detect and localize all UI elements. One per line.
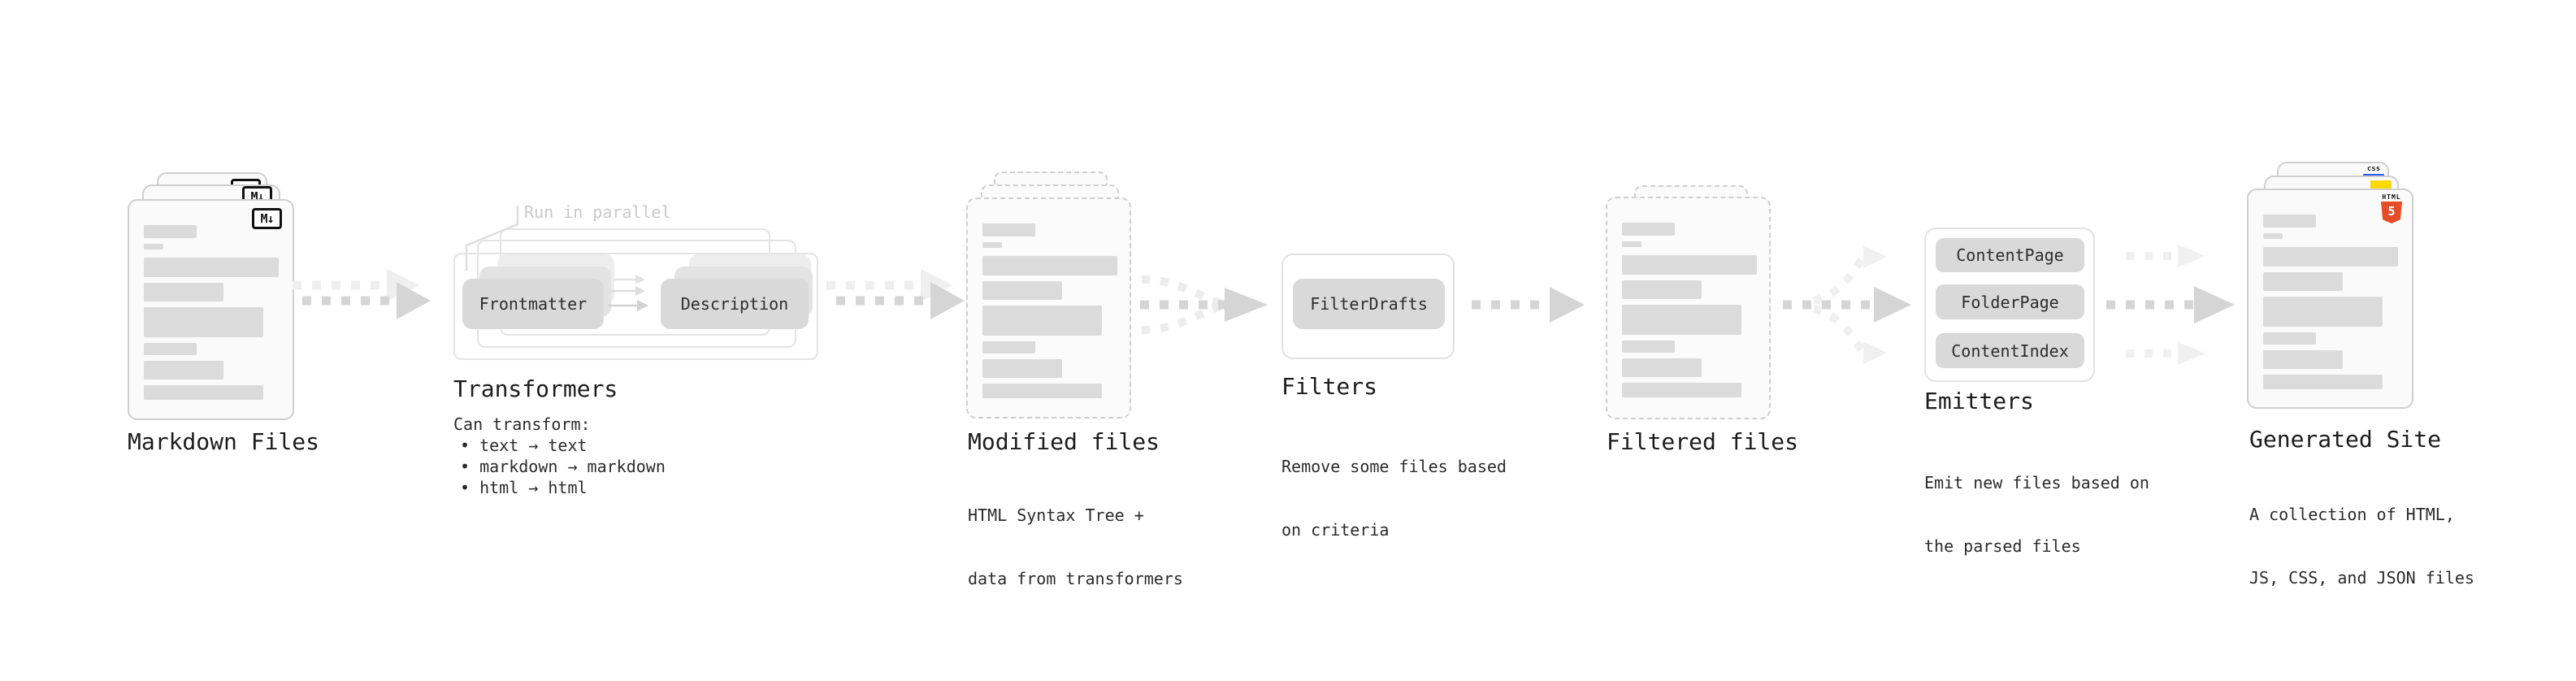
css-file-icon-label: css	[2366, 165, 2381, 173]
emitter-node-contentpage: ContentPage	[1936, 238, 2084, 272]
emitters-description-line2: the parsed files	[1924, 536, 2081, 556]
html5-icon-label: HTML	[2382, 193, 2401, 201]
flow-arrow-emitters-to-generated	[2106, 245, 2235, 365]
stage-title-filtered: Filtered files	[1607, 428, 1799, 455]
transformers-bullet-3: • html → html	[460, 478, 588, 497]
emitter-node-contentindex: ContentIndex	[1936, 333, 2084, 368]
run-in-parallel-leader-line	[465, 206, 519, 271]
modified-description-line2: data from transformers	[968, 569, 1183, 588]
flow-arrow-filtered-to-emitters	[1783, 245, 1911, 364]
html5-icon-shield: 5	[2381, 202, 2402, 223]
filters-description-line2: on criteria	[1281, 520, 1390, 540]
markdown-icon: M↓	[252, 208, 282, 229]
flow-arrow-markdown-to-transformers	[293, 269, 431, 319]
stage-title-generated: Generated Site	[2249, 426, 2442, 453]
document-text-bars	[1622, 223, 1757, 397]
frontmatter-node: Frontmatter	[462, 279, 604, 329]
flow-arrow-filters-to-filtered	[1472, 287, 1585, 323]
transformers-bullet-1: • text → text	[460, 436, 588, 455]
flow-arrow-transformers-to-modified	[826, 269, 965, 319]
modified-description-line1: HTML Syntax Tree +	[968, 505, 1144, 525]
emitters-description-line1: Emit new files based on	[1924, 473, 2149, 492]
transformer-inner-arrows	[608, 275, 648, 311]
markdown-page-front: M↓	[128, 199, 294, 420]
generated-description-line2: JS, CSS, and JSON files	[2249, 568, 2474, 588]
stage-title-transformers: Transformers	[453, 375, 618, 402]
html5-file-icon: HTML 5	[2379, 193, 2404, 223]
document-text-bars	[144, 225, 279, 400]
modified-page-front	[966, 197, 1131, 419]
stage-title-markdown: Markdown Files	[128, 428, 320, 455]
filtered-page-front	[1606, 197, 1771, 419]
document-text-bars	[982, 223, 1117, 398]
stage-title-modified: Modified files	[968, 428, 1160, 455]
generated-description: A collection of HTML, JS, CSS, and JSON …	[2249, 462, 2474, 631]
transformers-description-heading: Can transform:	[453, 414, 591, 434]
filters-description-line1: Remove some files based	[1281, 457, 1507, 476]
modified-description: HTML Syntax Tree + data from transformer…	[968, 462, 1183, 631]
description-node: Description	[661, 279, 809, 329]
document-text-bars	[2263, 215, 2398, 389]
stage-title-emitters: Emitters	[1924, 388, 2034, 414]
emitters-description: Emit new files based on the parsed files	[1924, 430, 2149, 599]
stage-title-filters: Filters	[1281, 373, 1378, 400]
generated-description-line1: A collection of HTML,	[2249, 505, 2455, 524]
js-file-icon	[2370, 180, 2392, 191]
transformers-bullet-2: • markdown → markdown	[460, 457, 666, 476]
transformer-container-front	[453, 253, 818, 360]
flow-arrow-modified-to-filters	[1140, 275, 1268, 334]
emitter-node-folderpage: FolderPage	[1936, 284, 2084, 319]
filters-description: Remove some files based on criteria	[1281, 414, 1507, 583]
filter-drafts-node: FilterDrafts	[1293, 279, 1445, 329]
run-in-parallel-note: Run in parallel	[524, 202, 671, 222]
generated-page-front: HTML 5	[2247, 189, 2413, 409]
